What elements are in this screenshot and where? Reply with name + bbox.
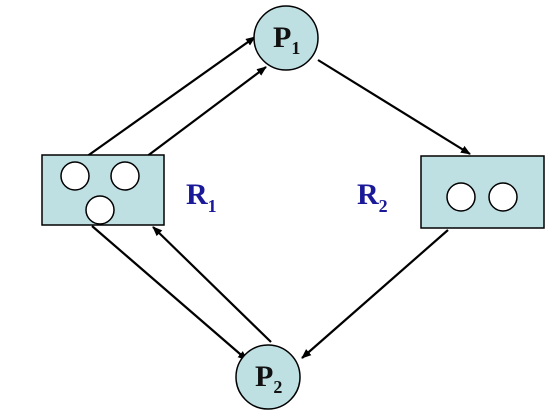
resource-r2-instance bbox=[446, 182, 476, 212]
resource-r1 bbox=[41, 154, 165, 226]
svg-text:R1: R1 bbox=[186, 178, 217, 216]
resource-r1-letter: R bbox=[186, 178, 208, 211]
resource-r1-subscript: 1 bbox=[208, 196, 217, 216]
svg-text:P2: P2 bbox=[255, 360, 282, 397]
edge-r2-to-p2 bbox=[301, 229, 449, 359]
edge-r1-to-p1-a bbox=[85, 36, 256, 158]
resource-r1-instance bbox=[85, 195, 115, 225]
resource-r2 bbox=[420, 155, 545, 229]
edge-p2-to-r1 bbox=[152, 226, 272, 343]
svg-text:P1: P1 bbox=[273, 21, 300, 58]
process-p1-subscript: 1 bbox=[291, 38, 300, 58]
resource-r1-instance bbox=[60, 161, 90, 191]
process-p1-letter: P bbox=[273, 21, 291, 54]
resource-r2-box bbox=[420, 155, 545, 229]
process-p2: P2 bbox=[235, 344, 301, 410]
process-p1: P1 bbox=[253, 5, 319, 71]
resource-r1-instance bbox=[110, 161, 140, 191]
svg-text:R2: R2 bbox=[357, 178, 388, 216]
process-p2-subscript: 2 bbox=[273, 377, 282, 397]
edge-r1-to-p2 bbox=[91, 225, 248, 361]
process-p1-node bbox=[253, 5, 319, 71]
edge-r1-to-p1-b bbox=[145, 66, 267, 158]
process-p2-node bbox=[235, 344, 301, 410]
resource-r2-letter: R bbox=[357, 178, 379, 211]
edges bbox=[85, 36, 471, 361]
resource-r2-subscript: 2 bbox=[379, 196, 388, 216]
resource-r2-instance bbox=[488, 182, 518, 212]
edge-p1-to-r2 bbox=[317, 59, 471, 155]
process-p2-letter: P bbox=[255, 360, 273, 393]
